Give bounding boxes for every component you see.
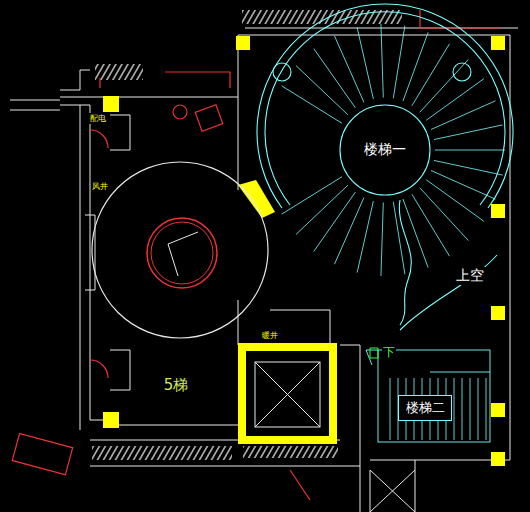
rotunda-core (147, 218, 217, 288)
stair-core-circle: 楼梯一 (339, 104, 431, 196)
walls (10, 28, 518, 512)
stair-name: 楼梯二 (406, 399, 445, 417)
elevator-car (255, 362, 320, 427)
elevator-label: 5梯 (163, 376, 190, 395)
hatch-strip (243, 446, 338, 458)
room-label: 配电 (89, 113, 107, 124)
room-label: 暖井 (261, 330, 279, 341)
rotunda-core (151, 222, 213, 284)
stair-two (366, 350, 490, 442)
circle-outline (340, 105, 430, 195)
room-label: 风井 (91, 181, 109, 192)
columns (103, 36, 505, 466)
red-fixtures (12, 10, 500, 500)
stair-name: 楼梯一 (364, 141, 406, 159)
down-arrow-mark (370, 348, 378, 358)
rotunda-mark (168, 232, 198, 276)
elevator-shaft (242, 347, 333, 440)
elevator-car (255, 362, 320, 427)
down-label: 下 (382, 344, 396, 361)
hatch-strip (95, 64, 143, 80)
hatch-strip (92, 446, 232, 460)
elevator-car (255, 362, 320, 427)
stair-treads (390, 378, 486, 440)
rotunda (92, 162, 268, 338)
stair-one (257, 4, 513, 330)
stair-treads (282, 24, 505, 276)
void-label: 上空 (455, 267, 485, 285)
stair-label-box: 楼梯二 (398, 395, 452, 421)
